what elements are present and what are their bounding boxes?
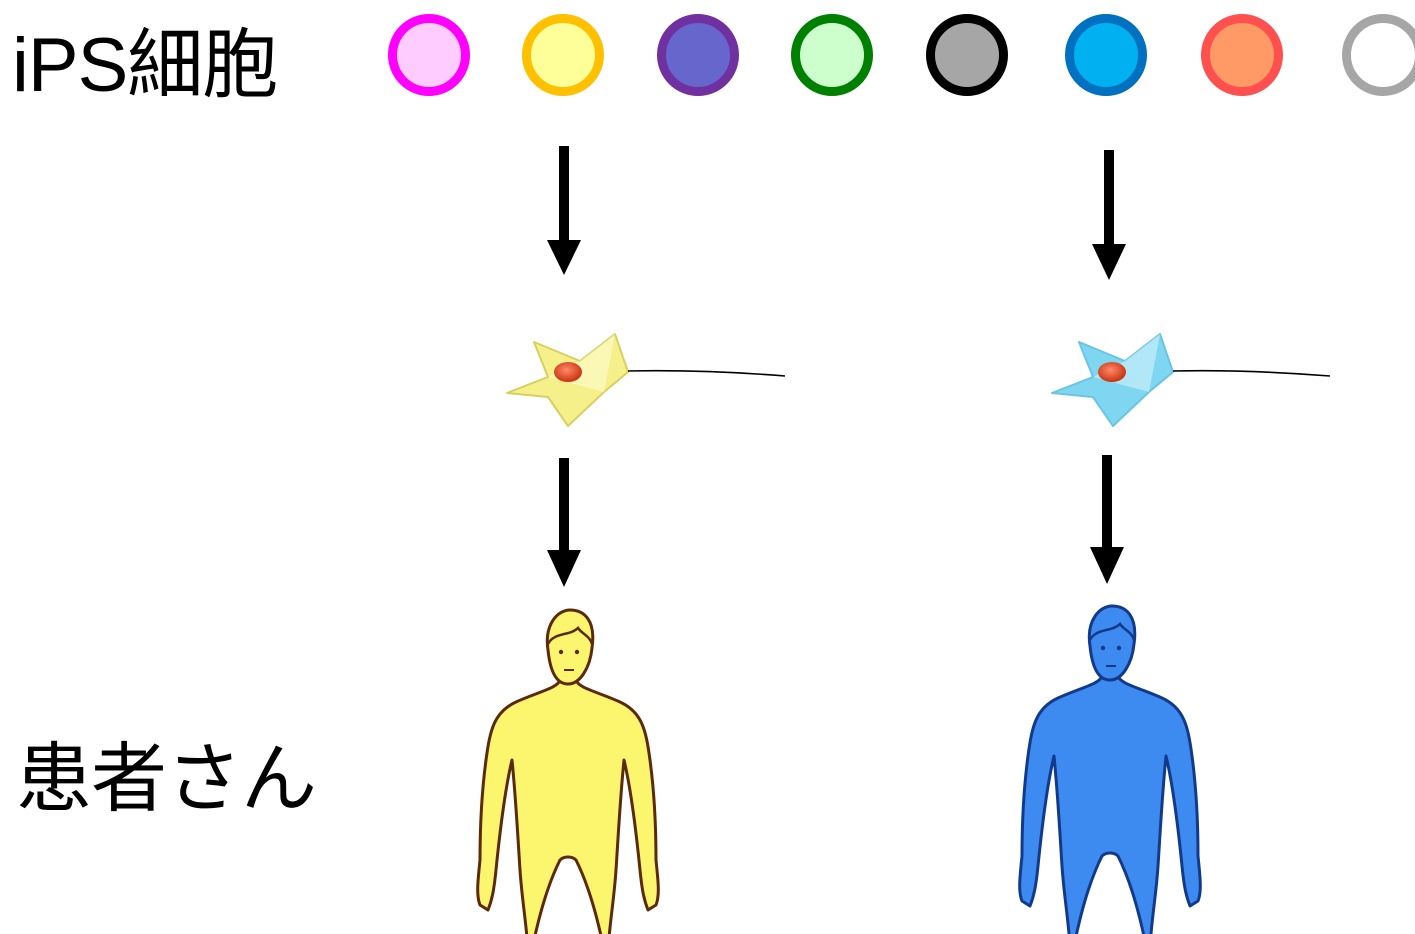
- patients-label: 患者さん: [16, 737, 317, 822]
- figure-hair: [546, 626, 594, 645]
- ips-cell-purple: [657, 14, 739, 96]
- ips-cell-green: [791, 14, 873, 96]
- figure-hair: [1088, 622, 1136, 641]
- figure-eye: [1100, 645, 1106, 651]
- figure-eye: [558, 649, 564, 655]
- patient-figure-yellow: [476, 608, 660, 934]
- ips-cell-orange: [1201, 14, 1283, 96]
- figure-body: [1018, 674, 1202, 934]
- arrow-down-icon: [547, 458, 581, 587]
- arrow-down-icon: [547, 146, 581, 275]
- derived-cell-yellow: [506, 333, 786, 427]
- ips-cell-yellow: [522, 14, 604, 96]
- ips-cell-row: [0, 0, 1415, 110]
- arrow-down-icon: [1090, 455, 1124, 584]
- figure-head: [545, 608, 595, 686]
- derived-cell-blue: [1051, 333, 1331, 427]
- ips-cell-gray: [1342, 14, 1415, 96]
- arrow-down-icon: [1092, 150, 1126, 280]
- figure-body: [476, 678, 660, 934]
- figure-head: [1087, 604, 1137, 682]
- figure-eye: [574, 649, 580, 655]
- ips-cells-label: iPS細胞: [12, 23, 278, 108]
- patient-figure-blue: [1018, 604, 1202, 934]
- ips-cell-magenta: [388, 14, 470, 96]
- ips-cell-blue: [1065, 14, 1147, 96]
- ips-cell-black: [926, 14, 1008, 96]
- figure-eye: [1116, 645, 1122, 651]
